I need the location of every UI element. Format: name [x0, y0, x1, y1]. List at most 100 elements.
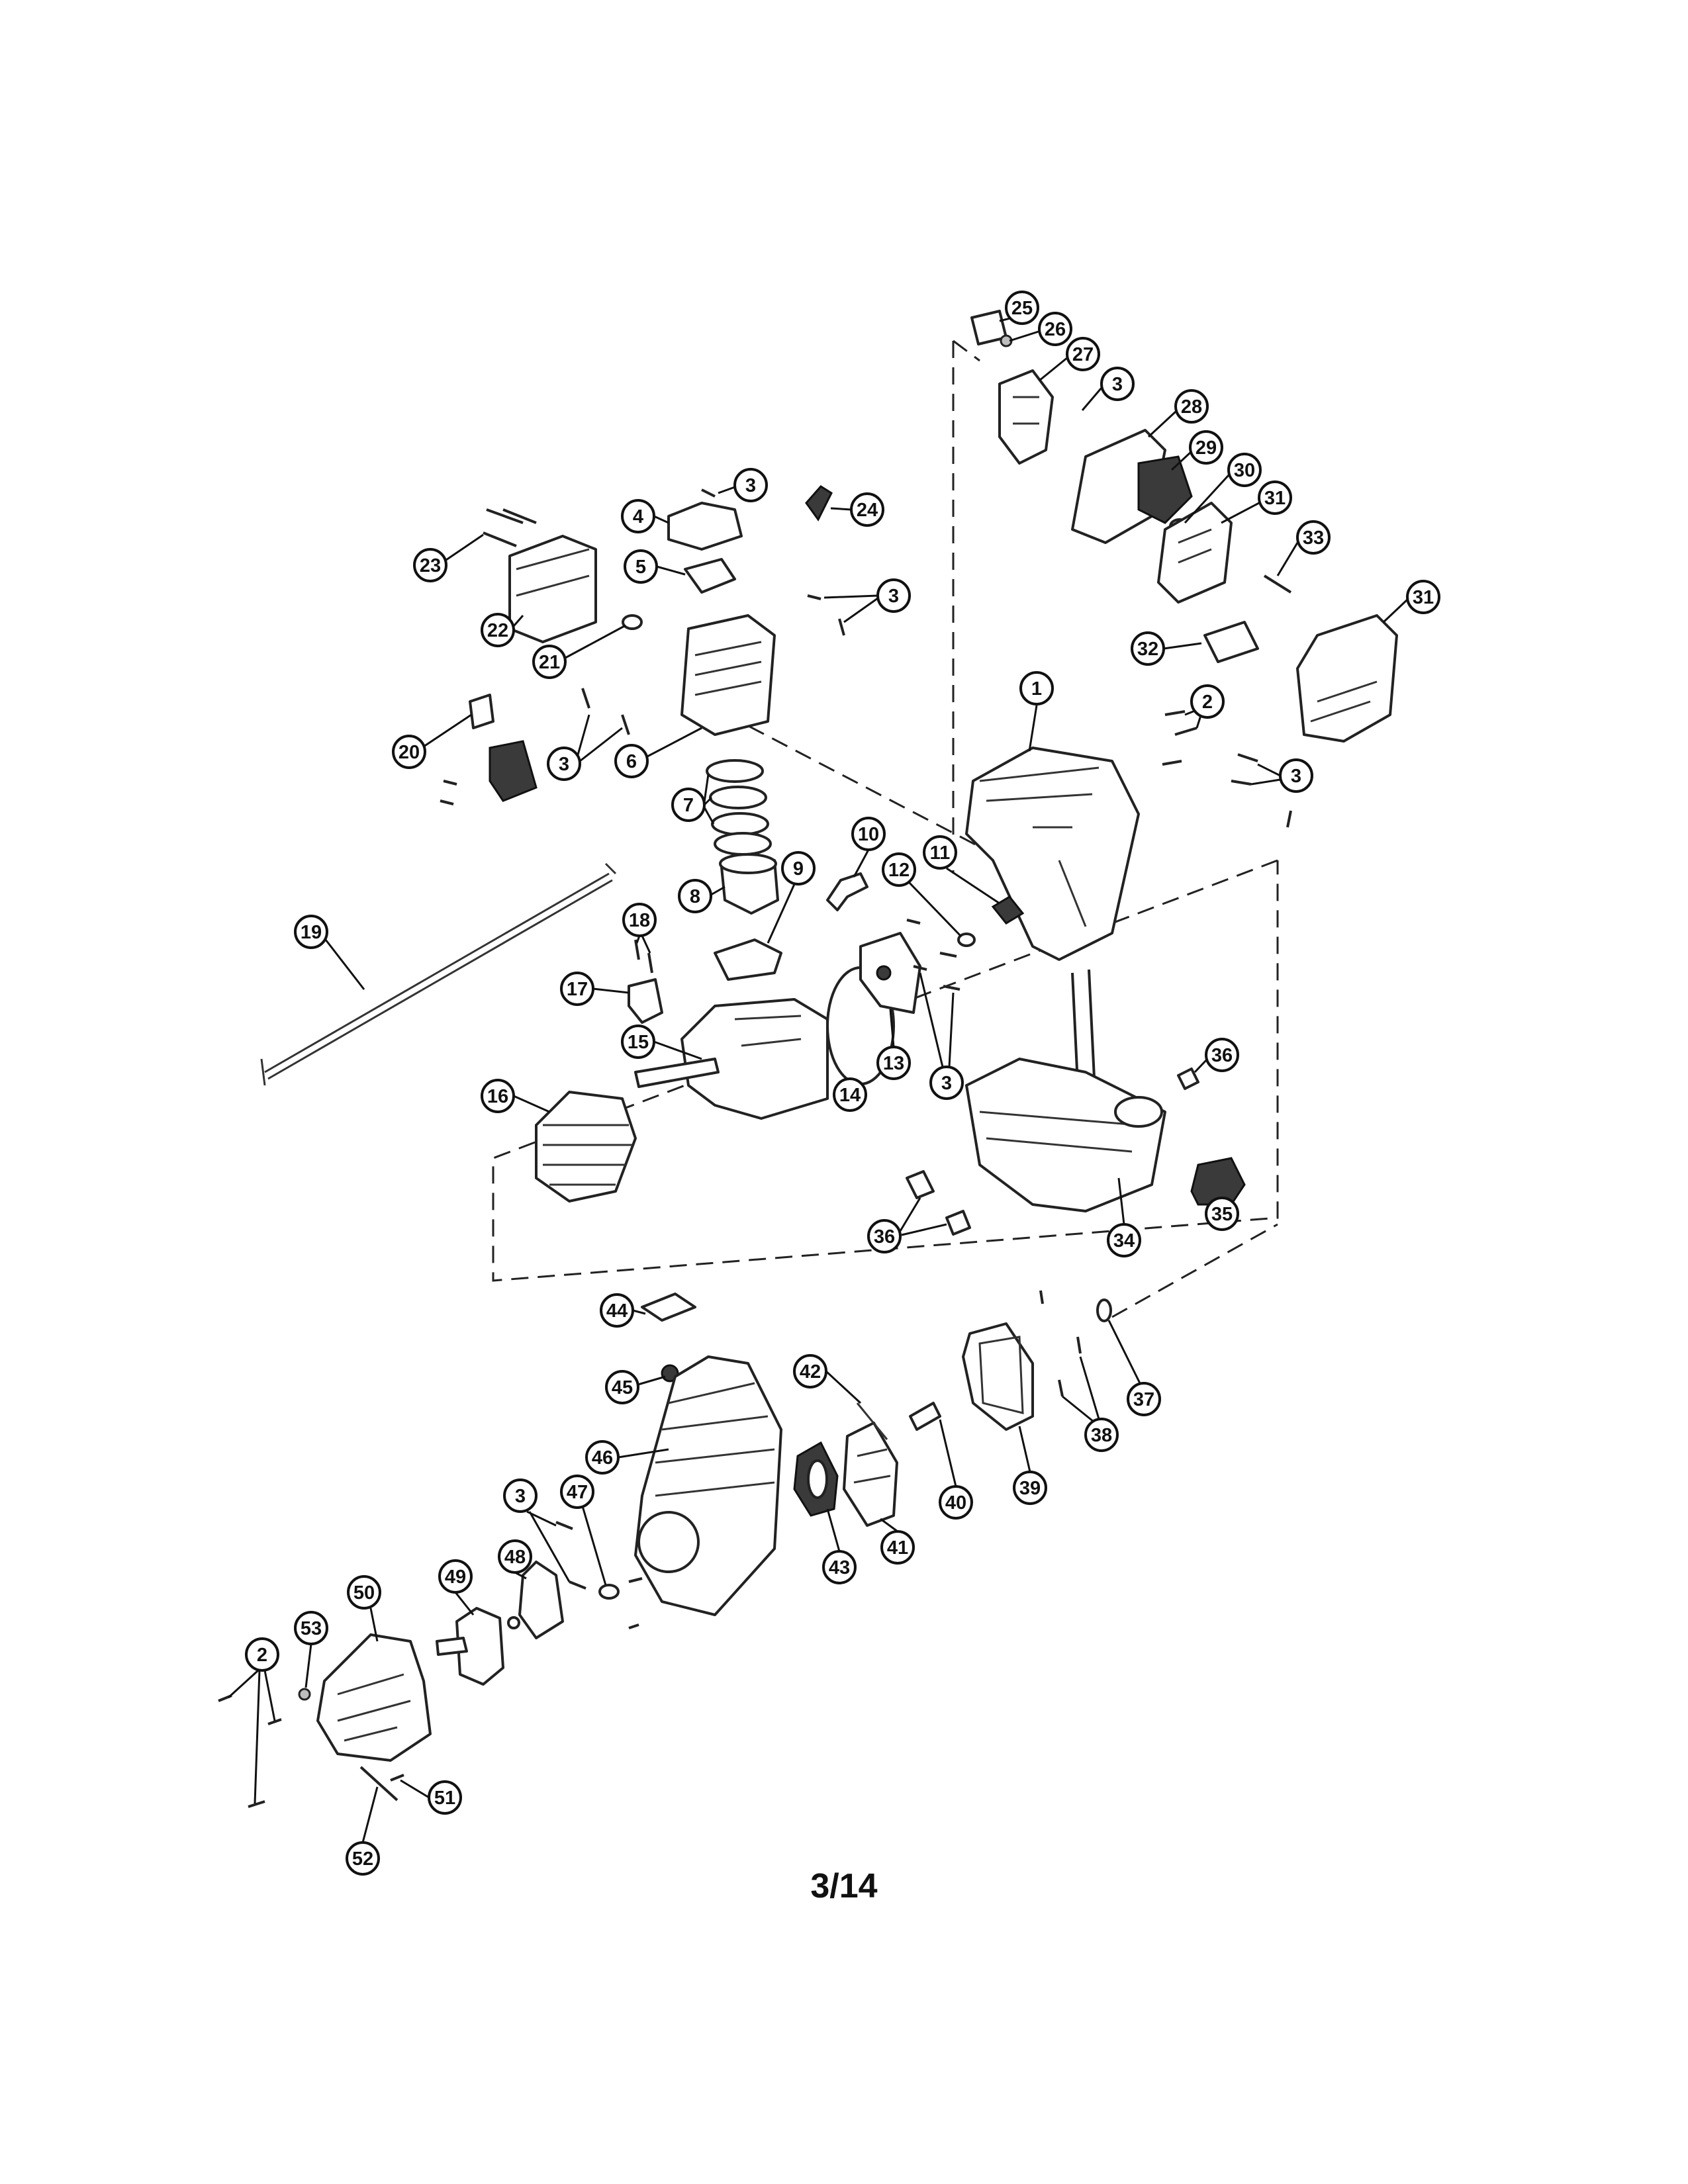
- callout-circle: [1005, 291, 1039, 325]
- part-fuel-tank-34: [965, 1058, 1166, 1212]
- callout-number: 36: [1211, 1045, 1233, 1066]
- part-gasket-9: [714, 938, 782, 981]
- left-intake-group: [445, 508, 643, 659]
- callout-number: 3: [1291, 766, 1301, 787]
- engine-housing-group: [965, 705, 1292, 961]
- callout-circle: [605, 1370, 639, 1404]
- callout-circle: [733, 468, 768, 502]
- part-ignition-module-20: [489, 740, 538, 802]
- callout-number: 19: [301, 922, 322, 943]
- callout-c43: 43: [822, 1550, 857, 1584]
- callout-c53: 53: [294, 1611, 328, 1645]
- callout-c16: 16: [481, 1079, 515, 1113]
- callout-c26: 26: [1038, 312, 1072, 346]
- callout-number: 41: [887, 1537, 908, 1559]
- callout-circle: [481, 1079, 515, 1113]
- callout-number: 4: [633, 506, 643, 527]
- ignition-group: [423, 688, 630, 805]
- callout-circle: [547, 747, 581, 781]
- callout-number: 29: [1196, 437, 1217, 459]
- callout-circle: [245, 1637, 279, 1672]
- part-air-cover-31: [1296, 614, 1398, 743]
- callout-number: 47: [567, 1482, 588, 1503]
- callout-circle: [781, 851, 816, 886]
- callout-number: 3: [1112, 374, 1123, 395]
- callout-number: 11: [930, 842, 951, 864]
- callout-c4: 4: [621, 499, 655, 533]
- part-grommet-36a: [1177, 1068, 1199, 1090]
- callout-c34: 34: [1107, 1223, 1141, 1257]
- callout-circle: [600, 1293, 634, 1328]
- callout-circle: [1100, 367, 1135, 401]
- bracket-group: [592, 935, 663, 1024]
- callout-circle: [822, 1550, 857, 1584]
- callout-c19: 19: [294, 915, 328, 949]
- callout-number: 18: [629, 910, 650, 931]
- callout-number: 48: [504, 1547, 526, 1568]
- starter-group: [618, 1290, 1141, 1616]
- callout-circle: [294, 1611, 328, 1645]
- callout-c41: 41: [880, 1530, 915, 1565]
- part-valve-11: [991, 895, 1025, 925]
- part-cylinder-cover-4: [667, 502, 743, 551]
- part-washer-12: [957, 933, 976, 947]
- callout-number: 31: [1264, 488, 1286, 509]
- callout-number: 1: [1031, 678, 1042, 700]
- callout-c32: 32: [1131, 631, 1165, 666]
- callout-circle: [392, 735, 426, 769]
- callout-number: 32: [1137, 639, 1158, 660]
- callout-number: 28: [1181, 396, 1202, 418]
- callout-number: 22: [487, 620, 508, 641]
- callout-circle: [1174, 389, 1209, 424]
- callout-circle: [882, 852, 916, 887]
- callout-c18: 18: [622, 903, 657, 937]
- callout-circle: [793, 1354, 827, 1388]
- callout-number: 6: [626, 751, 637, 772]
- callout-number: 2: [257, 1645, 267, 1666]
- callout-number: 24: [857, 500, 878, 521]
- callout-number: 12: [888, 860, 910, 881]
- callout-circle: [481, 613, 515, 647]
- part-fuel-line-10: [826, 872, 868, 911]
- callout-c42: 42: [793, 1354, 827, 1388]
- callout-c47: 47: [560, 1475, 594, 1509]
- callout-circle: [347, 1575, 381, 1610]
- callout-c31a: 31: [1258, 480, 1292, 515]
- callout-c15: 15: [621, 1024, 655, 1059]
- callout-circle: [1066, 337, 1100, 371]
- callout-c33: 33: [1296, 520, 1331, 555]
- callout-number: 10: [858, 824, 879, 845]
- part-spark-plug-24: [805, 485, 833, 522]
- callout-c49: 49: [438, 1559, 473, 1594]
- callout-number: 51: [434, 1788, 455, 1809]
- callout-circle: [498, 1539, 532, 1574]
- callout-number: 20: [399, 742, 420, 763]
- callout-c44: 44: [600, 1293, 634, 1328]
- part-carb-adapter-27: [998, 369, 1054, 465]
- callout-c13: 13: [876, 1046, 911, 1080]
- callout-circle: [438, 1559, 473, 1594]
- part-washer-47: [598, 1584, 620, 1600]
- callout-circle: [1019, 671, 1054, 705]
- callout-circle: [1189, 430, 1223, 465]
- part-nut-53: [298, 1688, 311, 1701]
- callout-number: 9: [793, 858, 804, 880]
- callout-number: 3: [941, 1073, 952, 1094]
- part-lever-44: [641, 1293, 696, 1322]
- callout-circle: [671, 788, 706, 822]
- callout-number: 3: [745, 475, 756, 496]
- part-oring-37: [1096, 1298, 1112, 1322]
- callout-c3a: 3: [1100, 367, 1135, 401]
- callout-number: 15: [628, 1032, 649, 1053]
- part-shaft-40: [909, 1402, 941, 1431]
- part-bracket-17: [628, 978, 663, 1024]
- callout-circle: [850, 492, 884, 527]
- callout-c3f: 3: [929, 1066, 964, 1100]
- callout-c5: 5: [624, 549, 658, 584]
- callout-number: 44: [606, 1300, 628, 1322]
- part-cylinder-6: [680, 614, 776, 736]
- callout-number: 16: [487, 1086, 508, 1107]
- callout-c35: 35: [1205, 1197, 1239, 1231]
- callout-circle: [1227, 453, 1262, 487]
